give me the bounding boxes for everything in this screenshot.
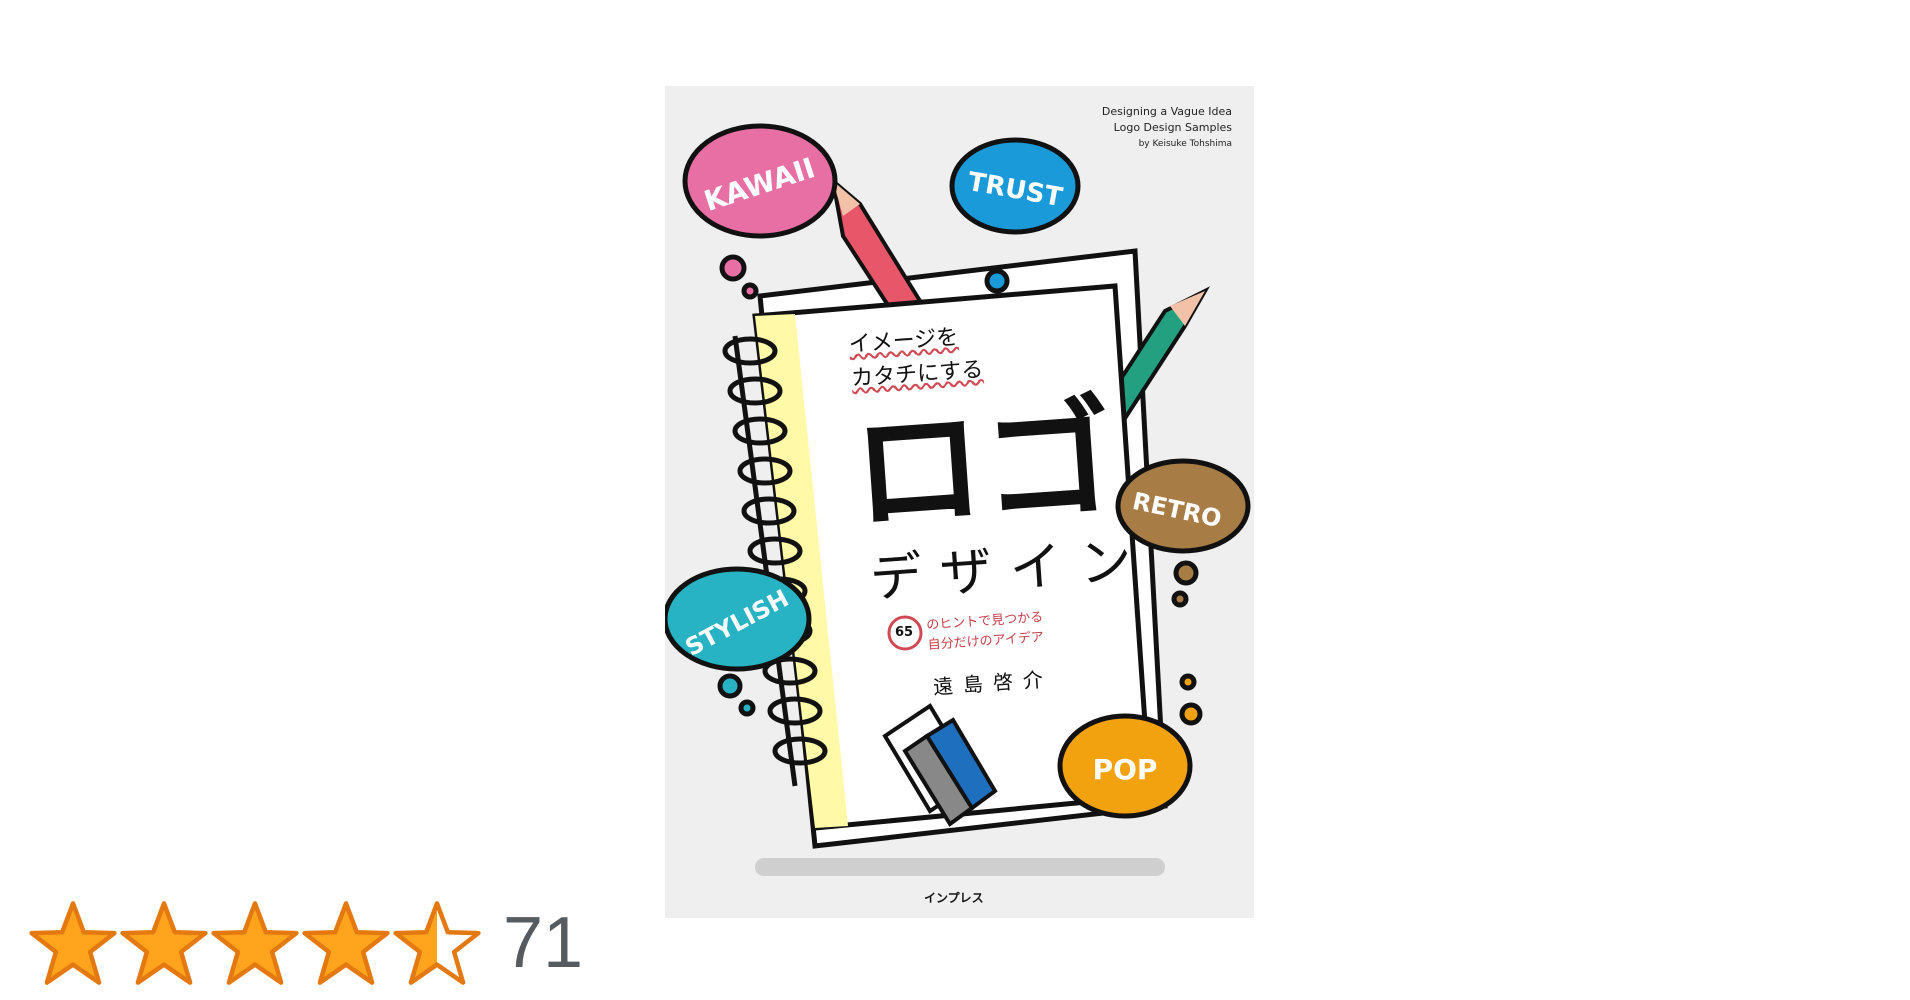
- eraser-icon: [882, 703, 998, 827]
- pop-cloud: [1057, 713, 1193, 819]
- publisher: インプレス: [924, 891, 984, 905]
- english-subtitle: Designing a Vague Idea Logo Design Sampl…: [1102, 104, 1232, 152]
- hint-number: 65: [895, 625, 914, 640]
- book-cover[interactable]: KAWAII TRUST RETRO STYLISH POP Designing…: [665, 86, 1254, 918]
- stylish-cloud: [665, 566, 812, 672]
- rating-count[interactable]: 71: [503, 903, 584, 983]
- trust-cloud: [949, 137, 1081, 235]
- star-rating[interactable]: 71: [28, 898, 583, 988]
- star-full-icon: [120, 901, 208, 985]
- retro-cloud: [1115, 458, 1251, 554]
- tagline: イメージを カタチにする: [848, 319, 985, 396]
- subtitle-line: Logo Design Samples: [1113, 121, 1232, 134]
- star-full-icon: [302, 901, 390, 985]
- cover-illustration: KAWAII TRUST RETRO STYLISH POP: [665, 123, 1251, 876]
- star-half-icon: [393, 901, 481, 985]
- star-full-icon: [29, 901, 117, 985]
- hint-number-circle: [887, 615, 923, 651]
- hint-text: のヒントで見つかる 自分だけのアイデア: [926, 608, 1046, 656]
- kawaii-cloud: [682, 123, 838, 239]
- author-en: by Keisuke Tohshima: [1138, 139, 1232, 149]
- subtitle-line: Designing a Vague Idea: [1101, 105, 1232, 118]
- cover-band: [755, 858, 1165, 876]
- star-full-icon: [211, 901, 299, 985]
- notebook-margin: [755, 314, 848, 828]
- cloud-label-pop: POP: [1093, 753, 1158, 786]
- title-main: ロゴ: [848, 381, 1119, 551]
